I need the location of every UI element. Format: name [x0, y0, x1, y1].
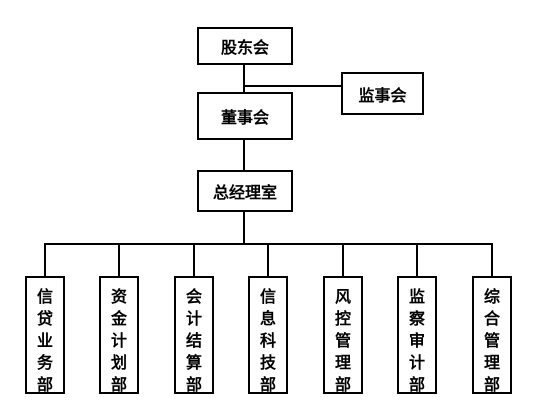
department-char: 审	[408, 331, 425, 350]
department-char: 综	[483, 287, 500, 306]
department-char: 业	[36, 331, 53, 350]
connector-supervisors	[243, 85, 343, 87]
department-char: 资	[110, 287, 127, 306]
department-char: 部	[483, 375, 500, 394]
department-char: 划	[110, 353, 127, 372]
gm-office-node: 总经理室	[197, 170, 293, 212]
department-char: 部	[334, 375, 351, 394]
drop-line	[416, 243, 418, 278]
department-char: 务	[36, 353, 53, 372]
shareholders-node: 股东会	[197, 27, 293, 65]
department-char: 科	[259, 331, 276, 350]
drop-line	[118, 243, 120, 278]
department-char: 会	[185, 287, 202, 306]
connector-board-gm	[243, 140, 245, 170]
department-node: 信息科技部	[248, 276, 288, 394]
department-node: 资金计划部	[99, 276, 139, 394]
department-char: 部	[185, 375, 202, 394]
department-char: 管	[483, 331, 500, 350]
drop-line	[193, 243, 195, 278]
department-node: 风控管理部	[323, 276, 363, 394]
department-char: 结	[185, 331, 202, 350]
supervisors-node: 监事会	[341, 72, 424, 115]
department-char: 监	[408, 287, 425, 306]
department-char: 风	[334, 287, 351, 306]
department-char: 金	[110, 309, 127, 328]
department-char: 贷	[36, 309, 53, 328]
department-char: 合	[483, 309, 500, 328]
drop-line	[491, 243, 493, 278]
department-char: 息	[259, 309, 276, 328]
department-node: 监察审计部	[397, 276, 437, 394]
department-node: 信贷业务部	[25, 276, 65, 394]
department-char: 管	[334, 331, 351, 350]
board-node: 董事会	[197, 92, 293, 140]
department-char: 控	[334, 309, 351, 328]
department-char: 察	[408, 309, 425, 328]
drop-line	[342, 243, 344, 278]
department-node: 会计结算部	[174, 276, 214, 394]
department-char: 计	[110, 331, 127, 350]
drop-line	[44, 243, 46, 278]
department-char: 信	[36, 287, 53, 306]
department-char: 算	[185, 353, 202, 372]
department-char: 部	[36, 375, 53, 394]
department-char: 技	[259, 353, 276, 372]
drop-line	[267, 243, 269, 278]
connector-shareholders-board	[243, 62, 245, 92]
department-char: 理	[334, 353, 351, 372]
department-char: 理	[483, 353, 500, 372]
department-node: 综合管理部	[472, 276, 512, 394]
department-char: 计	[408, 353, 425, 372]
department-char: 计	[185, 309, 202, 328]
department-char: 信	[259, 287, 276, 306]
connector-gm-bus	[243, 212, 245, 244]
department-char: 部	[259, 375, 276, 394]
department-char: 部	[408, 375, 425, 394]
department-char: 部	[110, 375, 127, 394]
